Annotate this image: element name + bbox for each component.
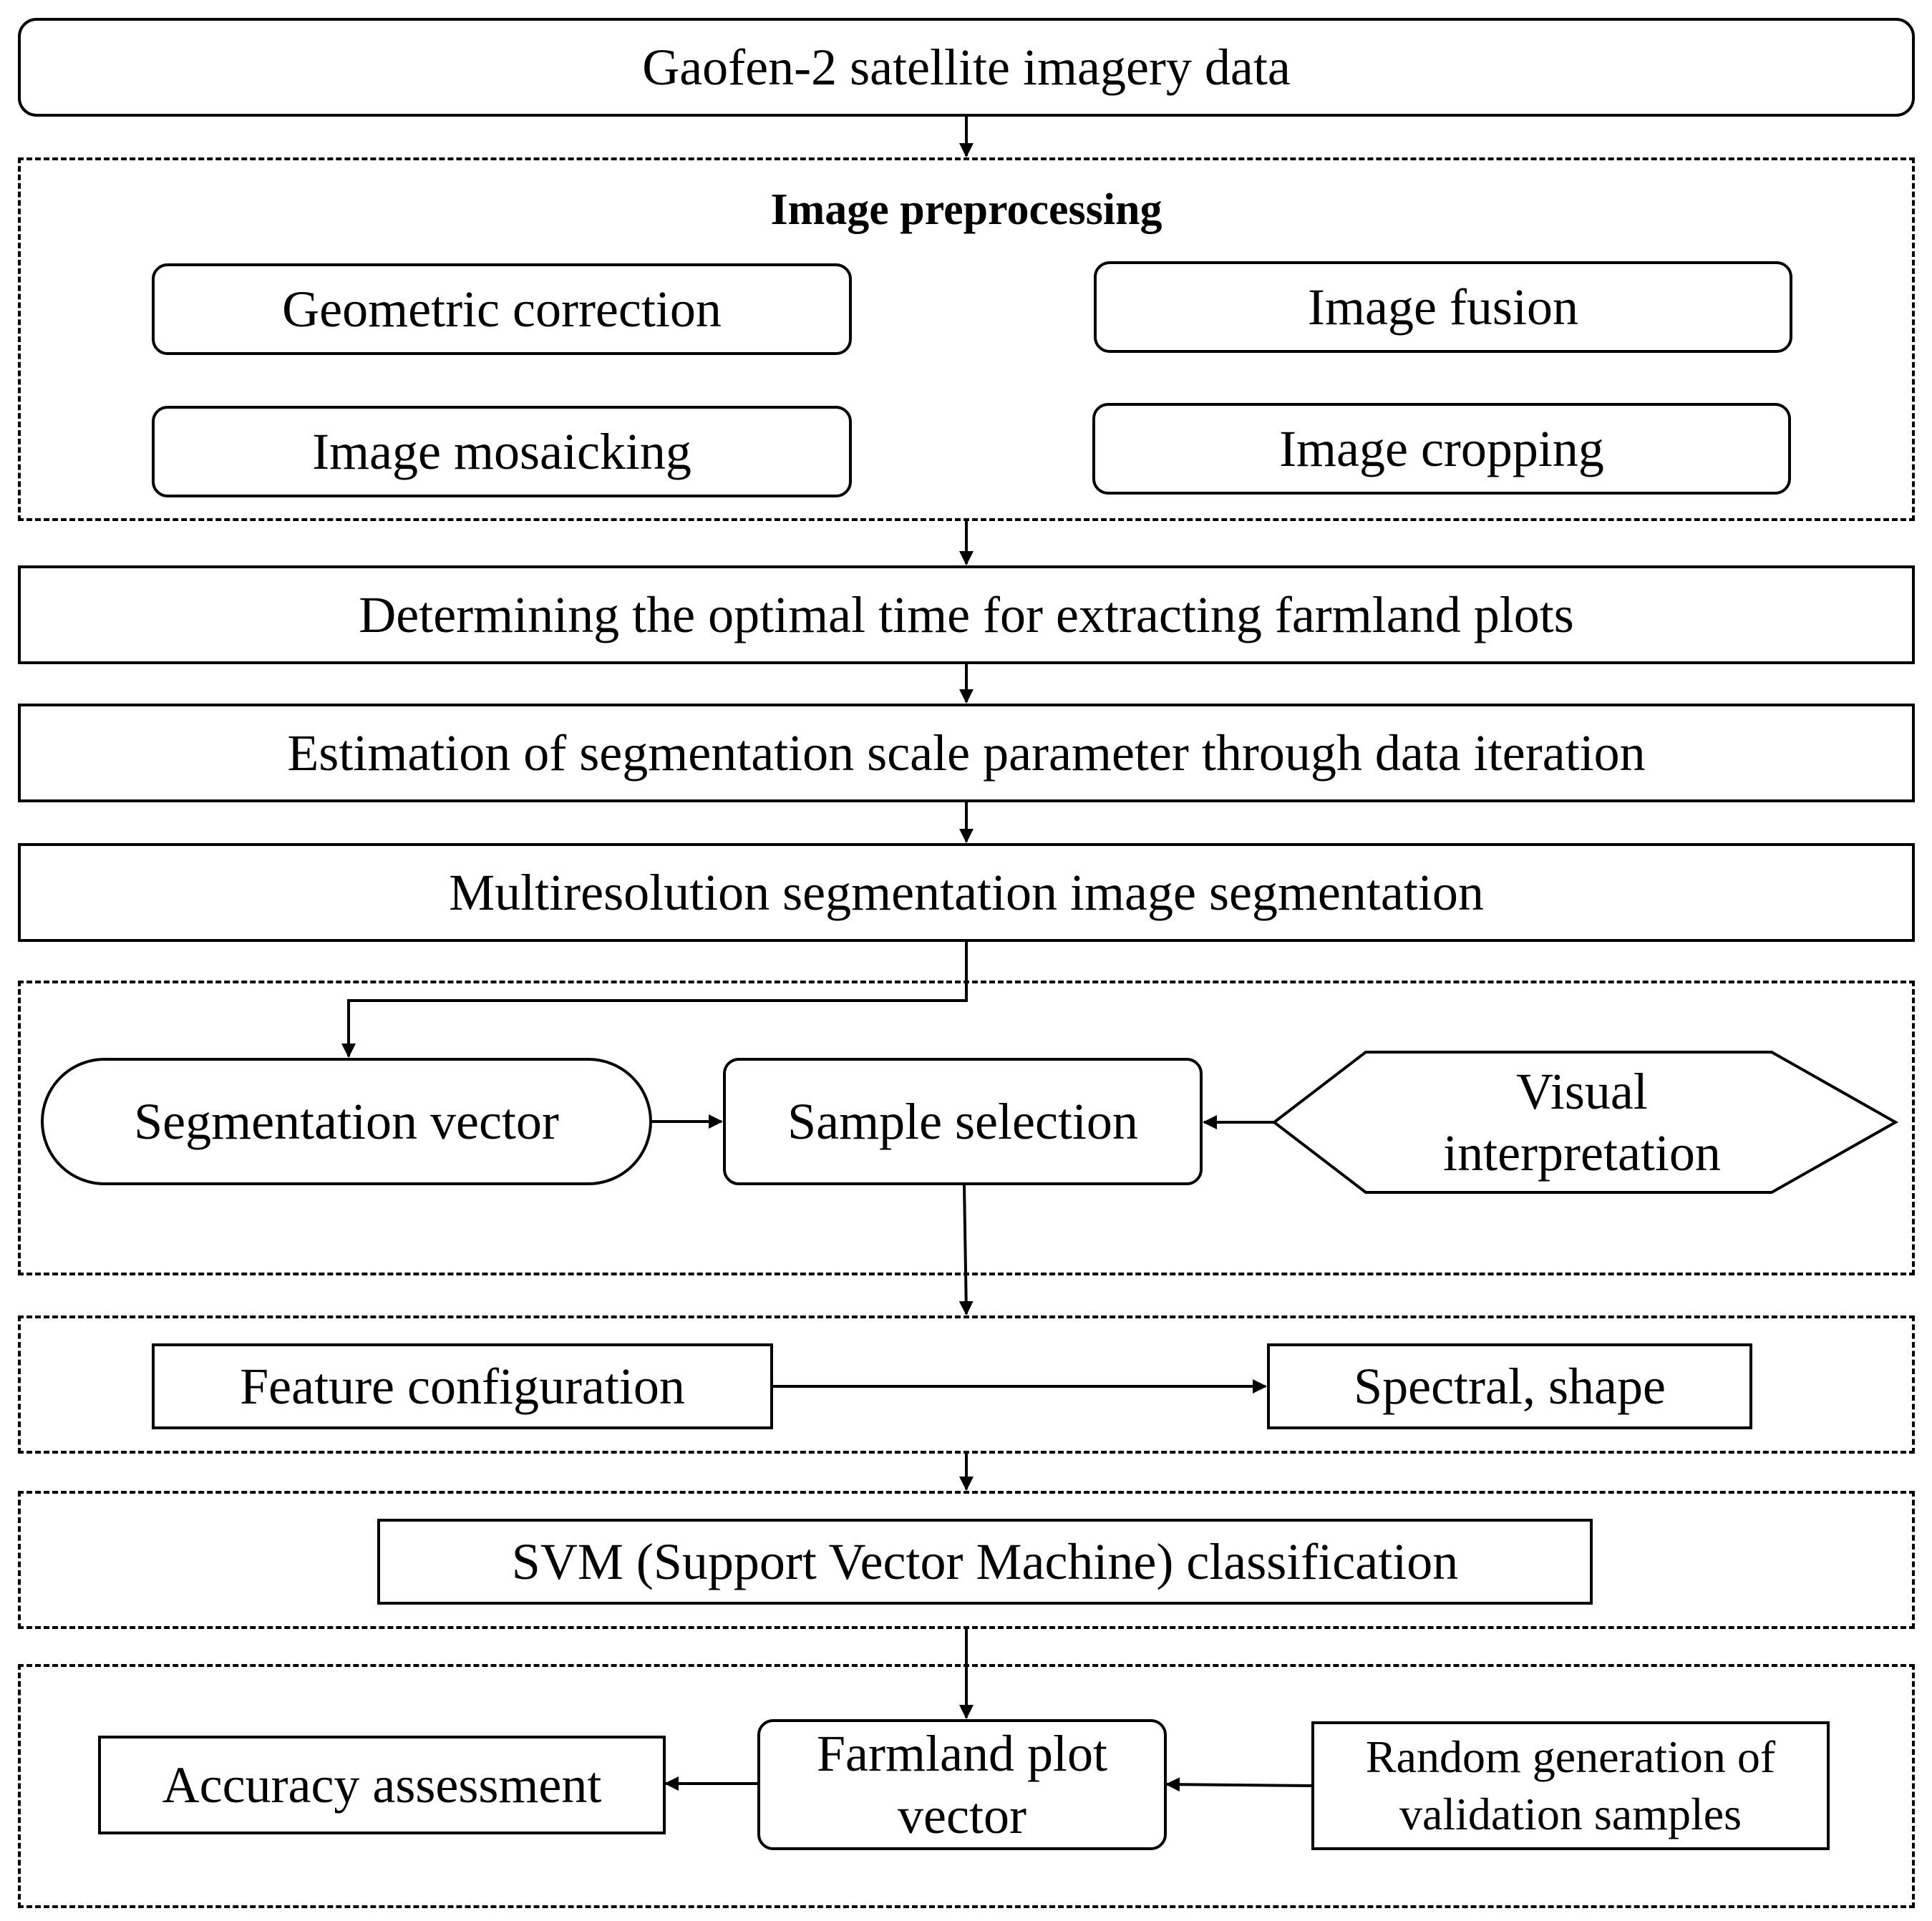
preprocessing-group	[18, 157, 1915, 521]
preprocessing-title: Image preprocessing	[770, 185, 1162, 234]
arrow-sample-to-features	[958, 1185, 974, 1315]
farmland-plot-vector-box: Farmland plot vector	[757, 1719, 1167, 1850]
classification-group	[18, 1491, 1915, 1629]
scale-estimation-box: Estimation of segmentation scale paramet…	[18, 704, 1915, 802]
segmentation-box: Multiresolution segmentation image segme…	[18, 843, 1915, 942]
feature-configuration-box: Feature configuration	[152, 1343, 773, 1429]
random-validation-box: Random generation of validation samples	[1311, 1721, 1830, 1850]
arrow-random-to-farmland	[1165, 1777, 1312, 1792]
segmentation-vector-ellipse: Segmentation vector	[41, 1058, 652, 1185]
accuracy-assessment-box: Accuracy assessment	[98, 1736, 666, 1834]
sample-selection-box: Sample selection	[723, 1058, 1203, 1185]
source-data-box: Gaofen-2 satellite imagery data	[18, 18, 1915, 117]
feature-group	[18, 1315, 1915, 1454]
image-fusion-box: Image fusion	[1094, 261, 1792, 353]
geometric-correction-box: Geometric correction	[152, 263, 852, 355]
spectral-shape-box: Spectral, shape	[1267, 1343, 1752, 1429]
optimal-time-box: Determining the optimal time for extract…	[18, 565, 1915, 664]
visual-interpretation-hexagon	[1271, 1051, 1899, 1194]
svm-classification-box: SVM (Support Vector Machine) classificat…	[377, 1519, 1593, 1605]
arrow-segmentation-to-vector	[341, 942, 968, 1058]
image-mosaicking-box: Image mosaicking	[152, 406, 852, 497]
image-cropping-box: Image cropping	[1092, 403, 1791, 495]
visual-interpretation-label: Visual interpretation	[1443, 1062, 1721, 1182]
